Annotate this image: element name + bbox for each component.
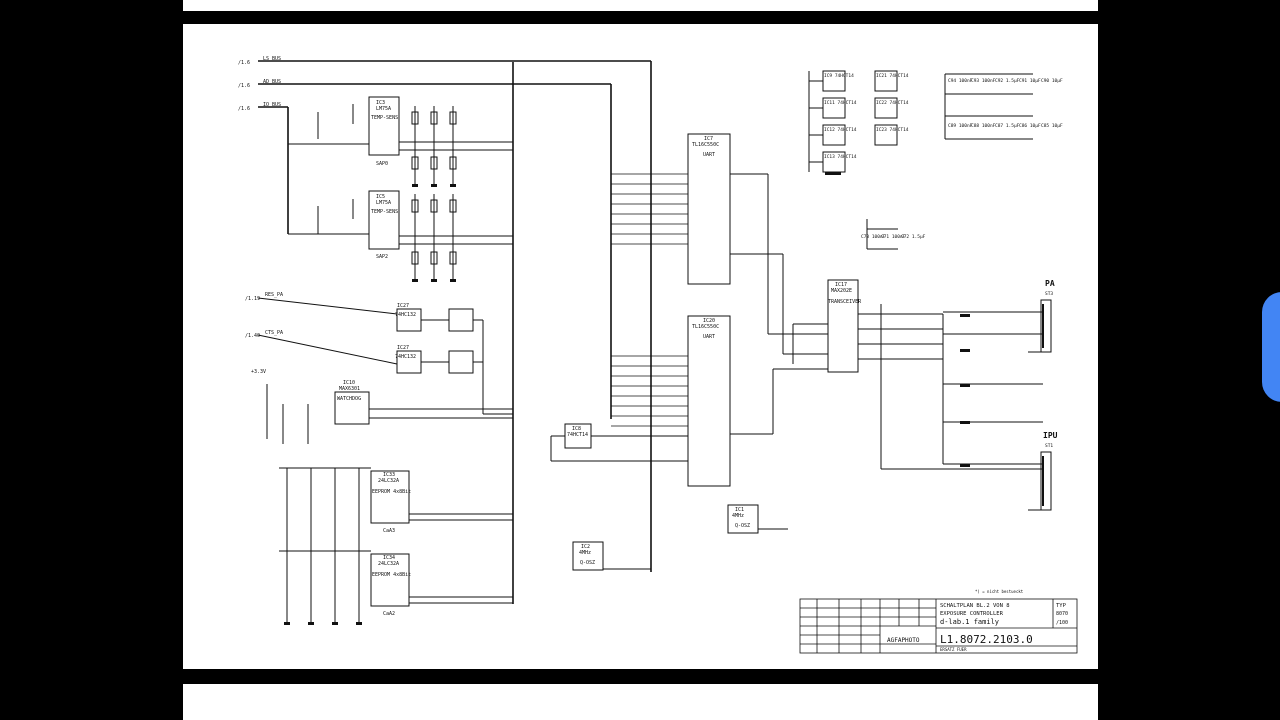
- schematic-sheet: /1.6 LS_BUS /1.6 AD_BUS /1.6 IO_BUS /1.1…: [183, 24, 1098, 669]
- ic33-ref: IC33: [383, 472, 395, 478]
- ic34-ref: IC34: [383, 555, 395, 561]
- ic10-sub: WATCHDOG: [337, 396, 361, 402]
- population-note: *) = nicht bestueckt: [975, 589, 1024, 594]
- ic1-sub: Q-OSZ: [735, 523, 750, 529]
- ic5-label: SAP2: [376, 254, 388, 260]
- cap-label: C89 100nF: [948, 123, 973, 129]
- ic34-sub: EEPROM 4x8Bit: [372, 572, 411, 578]
- signal-ad-bus-name: AD_BUS: [263, 79, 281, 85]
- signal-ls-bus-name: LS_BUS: [263, 56, 281, 62]
- ic17-part: MAX202E: [831, 288, 852, 294]
- ic20-sub: UART: [703, 334, 715, 340]
- ic17-ref: IC17: [835, 282, 847, 288]
- ic34-label: CaA2: [383, 611, 395, 617]
- ic34-part: 24LC32A: [378, 561, 399, 567]
- title-block-typ-label: TYP: [1056, 603, 1067, 609]
- ic3-sub: TEMP-SENS: [371, 115, 398, 121]
- cap-label: C71 100nF: [881, 234, 906, 240]
- ic27b-part: 74HC132: [395, 354, 416, 360]
- ic27a-part: 74HC132: [395, 312, 416, 318]
- cap-label: C86 10µF: [1019, 123, 1041, 129]
- cap-label: C90 10µF: [1041, 78, 1063, 84]
- signal-res-pa-name: RES_PA: [265, 292, 283, 298]
- title-block-company: AGFAPHOTO: [887, 637, 920, 644]
- page-scroll-handle[interactable]: [1262, 292, 1280, 402]
- hex-inverter-label: IC12 74HCT14: [824, 127, 857, 133]
- ic3-label: SAP0: [376, 161, 388, 167]
- ic2-part: 4MHz: [579, 550, 591, 556]
- ic7-ref: IC7: [704, 136, 713, 142]
- connector-ipu-name: IPU: [1043, 431, 1058, 440]
- title-block-line2: EXPOSURE CONTROLLER: [940, 611, 1004, 617]
- ic5-sub: TEMP-SENS: [371, 209, 398, 215]
- ic5-ref: IC5: [376, 194, 385, 200]
- signal-cts-pa: /1.40: [245, 333, 260, 339]
- ic2-ref: IC2: [581, 544, 590, 550]
- ic1-part: 4MHz: [732, 513, 744, 519]
- ic1-ref: IC1: [735, 507, 744, 513]
- cap-label: C92 1.5µF: [995, 78, 1020, 84]
- title-block-typ-sub: /100: [1056, 620, 1068, 626]
- ic10-part: MAX6301: [339, 386, 360, 392]
- hex-inverter-label: IC11 74HCT14: [824, 100, 857, 106]
- ic20-ref: IC20: [703, 318, 715, 324]
- hex-inverter-label: IC22 74HCT14: [876, 100, 909, 106]
- ic5-part: LM75A: [376, 200, 391, 206]
- cap-label: C87 1.5µF: [995, 123, 1020, 129]
- connector-pa-ref: ST3: [1045, 291, 1053, 297]
- signal-cts-pa-name: CTS_PA: [265, 330, 283, 336]
- title-block-bottom-left: ERSATZ FUER: [940, 647, 967, 652]
- title-block-line1: SCHALTPLAN BL.2 VON 8: [940, 603, 1010, 609]
- hex-inverter-label: IC23 74HCT14: [876, 127, 909, 133]
- signal-io-bus-name: IO_BUS: [263, 102, 281, 108]
- cap-label: C94 100nF: [948, 78, 973, 84]
- cap-label: C70 100nF: [861, 234, 886, 240]
- hex-inverter-label: IC21 74HCT14: [876, 73, 909, 79]
- ic3-ref: IC3: [376, 100, 385, 106]
- ic33-part: 24LC32A: [378, 478, 399, 484]
- ic20-part: TL16C550C: [692, 324, 719, 330]
- ic7-sub: UART: [703, 152, 715, 158]
- ic2-sub: Q-OSZ: [580, 560, 595, 566]
- ic8-part: 74HCT14: [567, 432, 588, 438]
- cap-label: C85 10µF: [1041, 123, 1063, 129]
- cap-label: C88 100nF: [971, 123, 996, 129]
- title-block-doc-number: L1.8072.2103.0: [940, 633, 1033, 646]
- schematic-drawing: /1.6 LS_BUS /1.6 AD_BUS /1.6 IO_BUS /1.1…: [238, 56, 1078, 654]
- signal-ls-bus: /1.6: [238, 60, 250, 66]
- ic27b-ref: IC27: [397, 345, 409, 351]
- ic3-part: LM75A: [376, 106, 391, 112]
- connector-pa-name: PA: [1045, 279, 1055, 288]
- hex-inverter-label: IC13 74HCT14: [824, 154, 857, 160]
- cap-label: C72 1.5µF: [901, 234, 926, 240]
- signal-3v3: +3.3V: [251, 369, 266, 375]
- bottom-page-edge: [183, 684, 1098, 720]
- connector-ipu-ref: ST1: [1045, 443, 1053, 449]
- ic33-label: CaA3: [383, 528, 395, 534]
- signal-ad-bus: /1.6: [238, 83, 250, 89]
- title-block-line3: d-lab.1 family: [940, 618, 999, 626]
- cap-label: C91 10µF: [1019, 78, 1041, 84]
- ic33-sub: EEPROM 4x8Bit: [372, 489, 411, 495]
- ic27a-ref: IC27: [397, 303, 409, 309]
- ic8-ref: IC8: [572, 426, 581, 432]
- title-block: SCHALTPLAN BL.2 VON 8 EXPOSURE CONTROLLE…: [799, 598, 1078, 654]
- top-page-edge: [183, 0, 1098, 11]
- title-block-typ-value: 8070: [1056, 611, 1068, 617]
- ic10-ref: IC10: [343, 380, 355, 386]
- signal-io-bus: /1.6: [238, 106, 250, 112]
- ic7-part: TL16C550C: [692, 142, 719, 148]
- signal-res-pa: /1.19: [245, 296, 260, 302]
- hex-inverter-label: IC9 74HCT14: [824, 73, 854, 79]
- ic17-sub: TRANSCEIVER: [828, 299, 862, 305]
- cap-label: C93 100nF: [971, 78, 996, 84]
